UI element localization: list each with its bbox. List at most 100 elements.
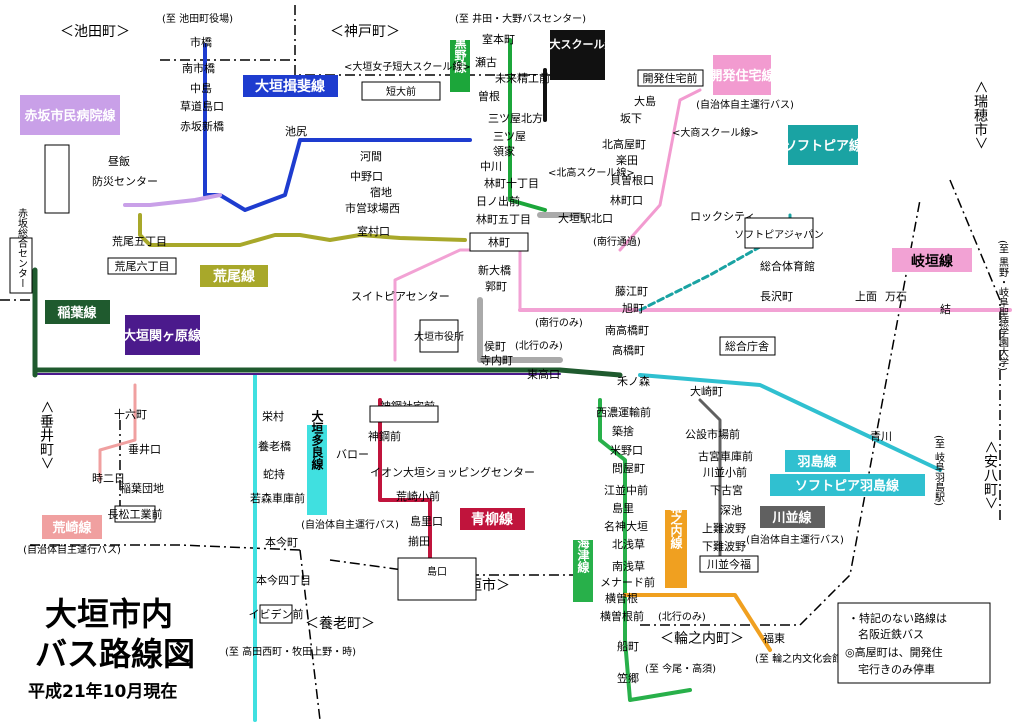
area-tarui: ＜垂井町＞ (38, 400, 54, 470)
notes-line1: ・特記のない路線は (848, 611, 947, 625)
stop-shiyakusho: 大垣市役所 (414, 330, 464, 343)
route-kuronoa (508, 38, 547, 212)
title-line1: 大垣市内 (45, 595, 173, 633)
map-title: 大垣市内 バス路線図 平成21年10月現在 (28, 595, 195, 702)
stop-kamigi: 上面 (855, 290, 877, 303)
stop-nakagawa: 領家 (493, 144, 515, 158)
stop-hayashi5: 日ノ出前 (476, 194, 520, 208)
notes-line4: 宅行きのみ停車 (858, 662, 935, 676)
stop-yorohashi: 本今四丁目 (256, 573, 311, 587)
stop-kamiikebami: 上難波野 (702, 522, 746, 535)
line-labels: 大垣揖斐線 黒野線 経大スクール線 開発住宅線 (自治体自主運行バス) ソフトピ… (20, 30, 972, 602)
stops: 市橋 南市橋 中島 草道島口 赤坂新橋 池尻 昼飯 防災センター 河間 中野口 … (9, 32, 951, 685)
stop-takahashi: 高橋町 (612, 343, 645, 357)
stop-honkon4: バロー (336, 448, 369, 461)
route-notes: (南行のみ) (北行のみ) (北行のみ) (南行通過) <北高スクール線> <大… (344, 60, 759, 623)
note-kitadai: <北高スクール線> (548, 166, 635, 179)
stop-sakashita: 坂下 (620, 112, 642, 125)
stop-furumiyamae: 古宮車庫前 (698, 449, 753, 463)
label-keidai: 経大スクール線 (539, 37, 616, 51)
label-ibi: 大垣揖斐線 (255, 78, 325, 95)
stop-kawanami-komae: 川並小前 (703, 465, 747, 479)
label-aoyagi: 青柳線 (471, 511, 513, 528)
stop-kusamichi: 草道島口 (180, 99, 224, 113)
label-kawanami-note: (自治体自主運行バス) (746, 533, 844, 546)
stop-hayashicho: 大垣駅北口 (558, 211, 613, 225)
label-kawanami: 川並線 (771, 510, 812, 526)
stop-shindaihashi: 新大橋 (478, 263, 511, 277)
area-yoro: ＜養老町＞ (305, 615, 375, 632)
stop-osaki: 大崎町 (690, 384, 723, 398)
dest-kaizu: (至 今尾・高須) (645, 662, 716, 675)
route-aoyagi (378, 398, 432, 562)
label-tara: 大垣多良線 (310, 409, 324, 471)
notes-box: ・特記のない路線は 名阪近鉄バス ◎高屋町は、開発住 宅行きのみ停車 (837, 602, 991, 684)
stop-enami: 江並中前 (604, 483, 648, 497)
stop-minamitakahashi: 南高橋町 (605, 323, 649, 337)
label-tarui: 荒崎線 (51, 520, 92, 536)
label-tara-note: (自治体自主運行バス) (301, 518, 399, 531)
note-oshima-school: <大商スクール線> (672, 126, 759, 139)
stop-hayashimachiguchi: 林町口 (610, 193, 643, 207)
label-kaizu: 海津線 (576, 536, 590, 574)
note-joshi-school: <大垣女子短大スクール線> (344, 60, 471, 73)
note-nanko-tsuki: (南行通過) (593, 235, 641, 248)
stop-ogakieki: 林町 (488, 235, 510, 249)
stop-barro: 揃田 (408, 535, 430, 548)
label-hashima: 羽島線 (797, 454, 837, 470)
area-ikeda: ＜池田町＞ (60, 24, 130, 40)
label-tarui-note: (自治体自主運行バス) (23, 543, 121, 556)
stop-nakajima: 中島 (190, 81, 212, 95)
route-sekigahara (32, 367, 623, 378)
area-anpachi: ＜安八町＞ (982, 440, 998, 510)
notes-line3: ◎高屋町は、開発住 (845, 645, 943, 659)
dest-godo: (至 井田・大野バスセンター) (455, 12, 586, 25)
label-gifu: 岐垣線 (911, 253, 953, 270)
stop-ichihashi: 市橋 (190, 35, 212, 49)
note-hokko2: (北行のみ) (658, 610, 706, 623)
stop-ikejiri: 池尻 (285, 125, 307, 138)
stop-shima: 時二日 (92, 472, 125, 485)
stop-higashitakaguchi: 東高口 (527, 367, 560, 381)
stop-ogakijoshi: 短大前 (386, 85, 416, 98)
stop-minamitokko: 養老橋 (258, 439, 291, 453)
dest-gifu: (至 黒野・岐阜聖徳学園大学) (997, 240, 1009, 371)
route-kaizu (598, 398, 692, 702)
stop-softopia-japan: ソフトピアジャパン (734, 229, 824, 241)
stop-arasaki: 十六町 (114, 407, 147, 421)
stop-minamiichihashi: 南市橋 (182, 61, 215, 75)
route-suitopia (393, 248, 522, 362)
stop-seto: 室本町 (482, 32, 515, 46)
stop-hirugoe: 昼飯 (108, 154, 130, 168)
stop-jamochi: イビデン前 (249, 607, 304, 621)
destinations: (至 池田町役場) (至 井田・大野バスセンター) (至 高田西町・牧田上野・時… (162, 12, 846, 675)
stop-gokuraku: 郭町 (485, 280, 507, 293)
stop-sone: 未来精工前 (495, 71, 550, 85)
note-hokko: (北行のみ) (515, 339, 563, 352)
stop-kaihatsujutakumae: 開発住宅前 (643, 71, 698, 85)
stop-kajuji: 三ツ屋 (493, 130, 526, 143)
stop-asahimachi: 旭町 (622, 301, 644, 315)
stop-oshima: 大島 (634, 94, 656, 108)
route-kaihatsu (618, 88, 702, 252)
route-softopia (638, 213, 792, 312)
stop-kansei: 侯町 (484, 339, 506, 353)
stop-aikawa: 青川 (870, 430, 892, 443)
stop-teramachi: 寺内町 (480, 353, 513, 367)
stop-kogawa: 河間 (360, 150, 382, 163)
stop-ayanoshomae: 若森車庫前 (250, 491, 305, 505)
stop-kouniba: 公設市場前 (685, 427, 740, 441)
stop-nishinono: 西濃運輸前 (596, 405, 651, 419)
stop-kitaezu: 北浅草 (612, 538, 645, 551)
stop-yokosonemae: 横曽根前 (600, 609, 644, 623)
stop-suito: スイトピアセンター (351, 290, 450, 303)
label-kuronoa: 黒野線 (453, 37, 467, 74)
label-softopia-hashima: ソフトピア羽島線 (795, 478, 900, 494)
stop-shieikyujo: 市営球場西 (345, 201, 400, 215)
stop-shodo: 藤江町 (615, 285, 648, 298)
stop-nakanoguchi: 中野口 (350, 170, 383, 183)
stop-mitsuyakita: 曽根 (478, 89, 500, 103)
stop-funacho: 船町 (617, 639, 639, 653)
route-lines (32, 38, 1012, 722)
